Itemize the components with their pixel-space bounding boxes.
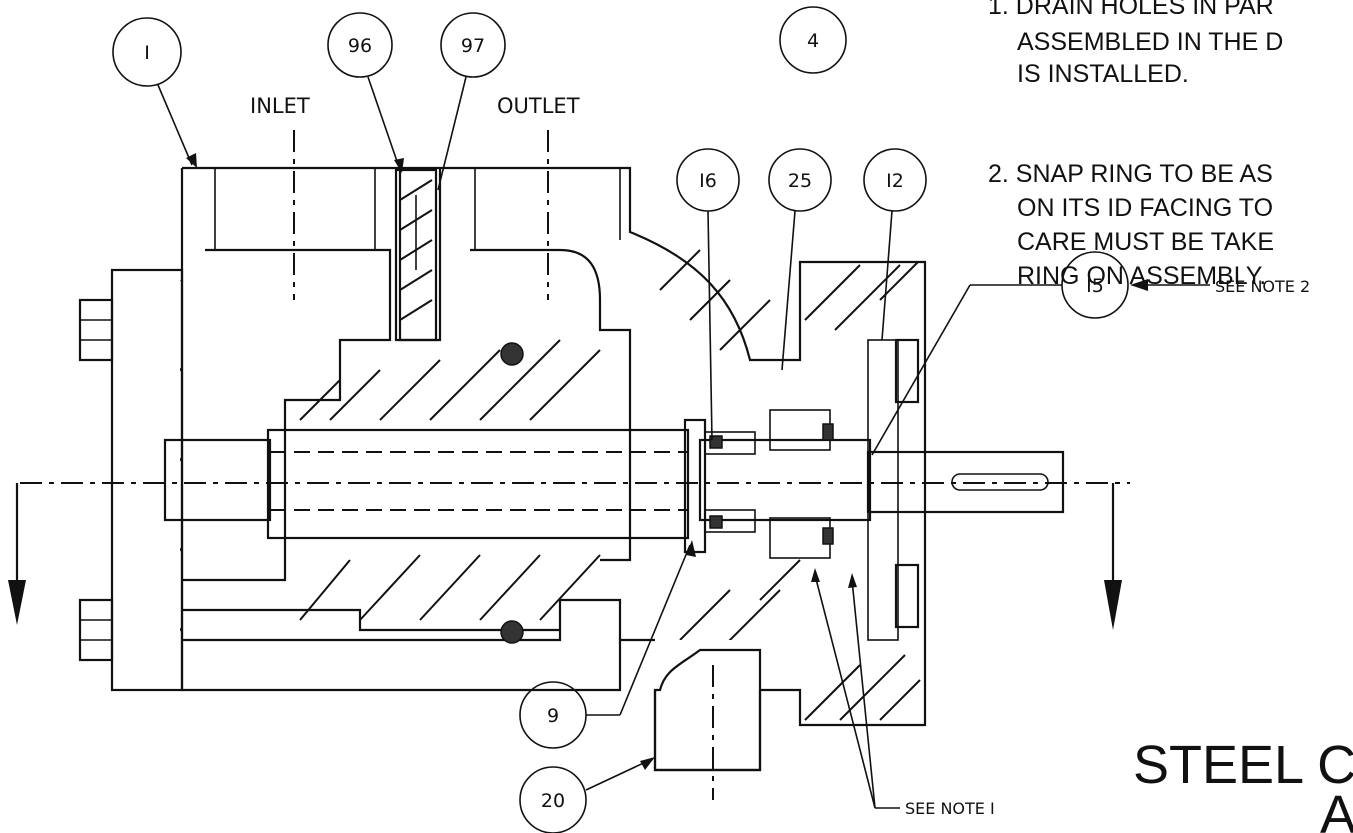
note2-line1: 2. SNAP RING TO BE AS — [988, 160, 1273, 188]
drawing-title: STEEL CA A — [1133, 735, 1353, 833]
note1-line1: 1. DRAIN HOLES IN PAR — [988, 0, 1274, 20]
title-line2: A — [1320, 785, 1353, 833]
callout-15-text: I5 — [1086, 275, 1104, 297]
callout-9-text: 9 — [547, 705, 559, 727]
callout-97-text: 97 — [461, 35, 485, 57]
callout-1-text: I — [144, 42, 150, 64]
pump-casing — [78, 166, 927, 772]
title-line1: STEEL CA — [1133, 735, 1353, 795]
callout-bubble-20 — [519, 766, 587, 833]
callout-bubble-97 — [440, 12, 506, 78]
callout-bubble-4 — [779, 6, 847, 74]
callout-16-text: I6 — [699, 170, 717, 192]
callout-12-text: I2 — [886, 170, 904, 192]
note2-line2: ON ITS ID FACING TO — [1017, 194, 1273, 222]
outlet-label: OUTLET — [497, 94, 580, 118]
bolt-upper-left — [78, 298, 114, 362]
note2-line3: CARE MUST BE TAKE — [1017, 228, 1274, 256]
callout-96-text: 96 — [348, 35, 372, 57]
o-ring-upper — [500, 342, 524, 366]
callout-bubble-12 — [863, 148, 927, 212]
callout-bubbles: I 96 97 4 I6 25 I2 I5 SEE NOTE 2 9 — [112, 6, 1310, 833]
callout-bubble-1 — [112, 17, 182, 87]
note1-line3: IS INSTALLED. — [1017, 60, 1189, 88]
see-note-1-label: SEE NOTE I — [905, 799, 995, 818]
callout-20-text: 20 — [541, 790, 565, 812]
callout-4-text: 4 — [807, 30, 819, 52]
shaft — [20, 418, 1130, 554]
bearing-housing-hatch — [759, 261, 921, 721]
callout-bubble-25 — [768, 148, 832, 212]
mechanical-seal — [704, 338, 920, 641]
casing-hatch — [180, 249, 781, 640]
inlet-label: INLET — [250, 94, 310, 118]
callout-25-text: 25 — [788, 170, 812, 192]
vent-plug — [394, 168, 438, 342]
see-note-2-label: SEE NOTE 2 — [1215, 277, 1310, 296]
note1-line2: ASSEMBLED IN THE D — [1017, 28, 1283, 56]
o-ring-lower — [500, 620, 524, 644]
bolt-lower-left — [78, 598, 114, 662]
section-arrows — [8, 483, 1122, 630]
notes-block: 1. DRAIN HOLES IN PAR ASSEMBLED IN THE D… — [988, 0, 1283, 290]
callout-bubble-96 — [327, 12, 393, 78]
left-cover-plate — [110, 268, 184, 692]
